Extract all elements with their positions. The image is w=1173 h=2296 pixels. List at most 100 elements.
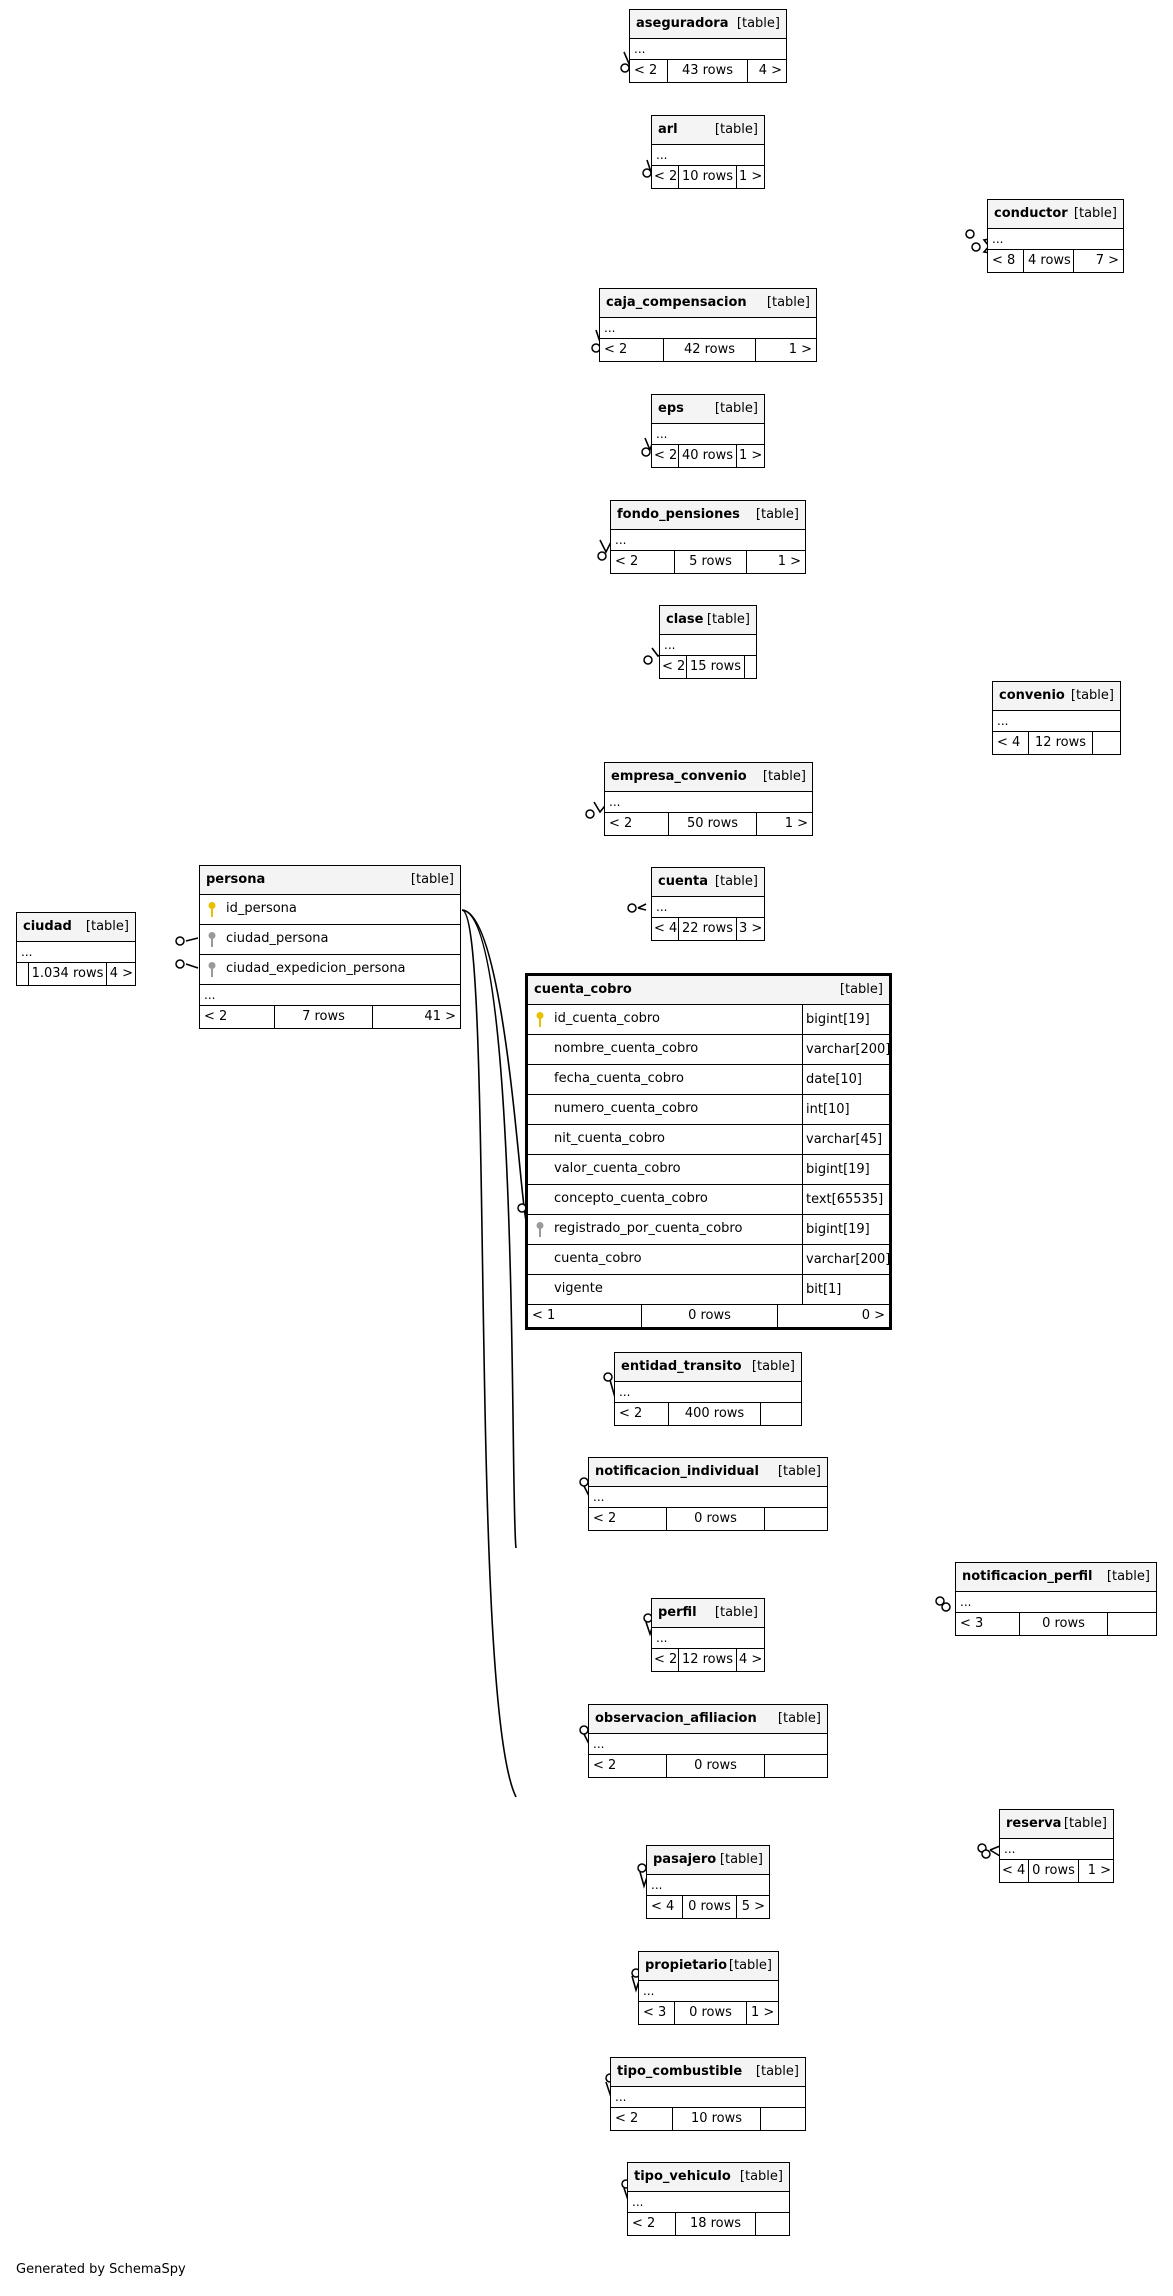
columns-ellipsis: ... bbox=[956, 1592, 1156, 1613]
parents-count[interactable]: < 4 bbox=[1000, 1860, 1029, 1882]
columns-ellipsis: ... bbox=[652, 1628, 764, 1649]
table-header: clase[table] bbox=[660, 606, 756, 635]
parents-count[interactable]: < 3 bbox=[639, 2002, 675, 2024]
parents-count[interactable] bbox=[17, 963, 29, 985]
column-row[interactable]: registrado_por_cuenta_cobro bigint[19] bbox=[528, 1215, 889, 1245]
parents-count[interactable]: < 1 bbox=[528, 1305, 642, 1327]
table-persona[interactable]: persona[table] id_persona ciudad_persona… bbox=[199, 865, 461, 1029]
children-count[interactable] bbox=[756, 2213, 789, 2235]
parents-count[interactable]: < 4 bbox=[647, 1896, 683, 1918]
children-count[interactable]: 41 > bbox=[424, 1009, 456, 1024]
children-count[interactable] bbox=[1108, 1613, 1156, 1635]
children-count[interactable]: 4 > bbox=[758, 63, 782, 78]
foreign-key-icon bbox=[208, 932, 216, 947]
columns-ellipsis: ... bbox=[611, 2087, 805, 2108]
parents-count[interactable]: < 4 bbox=[993, 732, 1029, 754]
children-count[interactable] bbox=[1093, 732, 1120, 754]
parents-count[interactable]: < 2 bbox=[652, 445, 679, 467]
column-row[interactable]: ciudad_persona bbox=[200, 925, 460, 955]
children-count[interactable] bbox=[765, 1508, 827, 1530]
table-type: [table] bbox=[755, 507, 799, 522]
parents-count[interactable]: < 2 bbox=[589, 1755, 667, 1777]
children-count[interactable]: 5 > bbox=[741, 1899, 765, 1914]
parents-count[interactable]: < 2 bbox=[652, 166, 679, 188]
table-type: [table] bbox=[1070, 688, 1114, 703]
column-type: varchar[200] bbox=[802, 1245, 890, 1274]
column-type: bigint[19] bbox=[802, 1215, 870, 1244]
children-count[interactable]: 1 > bbox=[739, 448, 763, 463]
row-count: 22 rows bbox=[679, 918, 737, 940]
parents-count[interactable]: < 2 bbox=[628, 2213, 676, 2235]
column-row[interactable]: id_cuenta_cobro bigint[19] bbox=[528, 1005, 889, 1035]
table-type: [table] bbox=[1106, 1569, 1150, 1584]
children-count[interactable]: 0 > bbox=[861, 1308, 885, 1323]
children-count[interactable]: 1 > bbox=[788, 342, 812, 357]
table-cuenta-cobro[interactable]: cuenta_cobro[table] id_cuenta_cobro bigi… bbox=[525, 973, 892, 1330]
generated-by-footer[interactable]: Generated by SchemaSpy bbox=[16, 2262, 186, 2277]
parents-count[interactable]: < 2 bbox=[630, 60, 668, 82]
parents-count[interactable]: < 3 bbox=[956, 1613, 1020, 1635]
parents-count[interactable]: < 2 bbox=[600, 339, 664, 361]
parents-count[interactable]: < 4 bbox=[652, 918, 679, 940]
parents-count[interactable]: < 2 bbox=[611, 551, 675, 573]
children-count[interactable]: 4 > bbox=[109, 966, 133, 981]
table-type: [table] bbox=[1063, 1816, 1107, 1831]
column-row[interactable]: id_persona bbox=[200, 895, 460, 925]
parents-count[interactable]: < 2 bbox=[615, 1403, 669, 1425]
table-name: ciudad bbox=[23, 919, 72, 934]
parents-count[interactable]: < 2 bbox=[611, 2108, 673, 2130]
column-row[interactable]: ciudad_expedicion_persona bbox=[200, 955, 460, 985]
children-count[interactable]: 1 > bbox=[739, 169, 763, 184]
children-count[interactable]: 1 > bbox=[784, 816, 808, 831]
parents-count[interactable]: < 2 bbox=[589, 1508, 667, 1530]
parents-count[interactable]: < 8 bbox=[988, 250, 1024, 272]
children-count[interactable] bbox=[745, 656, 756, 678]
parents-count[interactable]: < 2 bbox=[200, 1006, 275, 1028]
parents-count[interactable]: < 2 bbox=[660, 656, 687, 678]
children-count[interactable] bbox=[761, 2108, 805, 2130]
parents-count[interactable]: < 2 bbox=[652, 1649, 679, 1671]
children-count[interactable]: 3 > bbox=[739, 921, 763, 936]
children-count[interactable] bbox=[761, 1403, 801, 1425]
children-count[interactable]: 1 > bbox=[777, 554, 801, 569]
children-count[interactable]: 4 > bbox=[739, 1652, 763, 1667]
children-count[interactable]: 1 > bbox=[751, 2005, 775, 2020]
table-type: [table] bbox=[1073, 206, 1117, 221]
table-header: aseguradora[table] bbox=[630, 10, 786, 39]
children-count[interactable]: 1 > bbox=[1087, 1863, 1111, 1878]
children-count[interactable]: 7 > bbox=[1095, 253, 1119, 268]
parents-count[interactable]: < 2 bbox=[605, 813, 669, 835]
children-count[interactable] bbox=[765, 1755, 827, 1777]
